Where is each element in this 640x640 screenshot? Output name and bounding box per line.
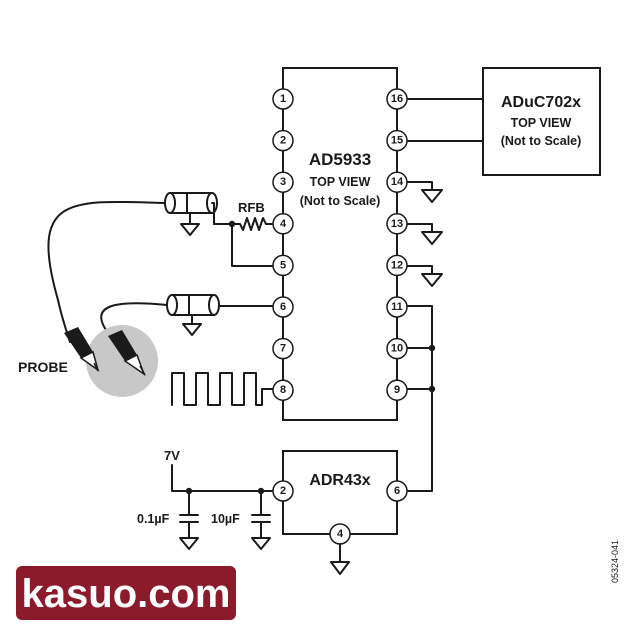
ad5933-pin-number: 7 <box>280 343 286 355</box>
probe-label: PROBE <box>18 359 68 375</box>
ad5933-pin-number: 3 <box>280 176 286 188</box>
clock-square-wave <box>171 372 273 406</box>
cap1-label: 0.1µF <box>137 512 170 526</box>
probe-cable-right <box>100 302 168 345</box>
probe-tip-left <box>64 327 100 372</box>
ad5933-pin-number: 12 <box>391 259 403 271</box>
adr43x-pin-out: 6 <box>386 480 408 502</box>
ad5933-pin-number: 5 <box>280 259 286 271</box>
ad5933-pin-number: 15 <box>391 135 403 147</box>
ad5933-pin-7: 7 <box>272 337 294 360</box>
ad5933-pin-number: 9 <box>394 384 400 396</box>
ad5933-pin-number: 13 <box>391 218 403 230</box>
ad5933-pin-15: 15 <box>386 129 408 152</box>
watermark: kasuo.com <box>16 566 236 620</box>
coax-connector-top <box>164 192 218 236</box>
junction-rfb <box>228 220 236 228</box>
watermark-text: kasuo.com <box>22 572 231 616</box>
wire-vref-bus <box>407 305 433 492</box>
rfb-label: RFB <box>238 200 265 215</box>
pin13-ground-connection <box>407 223 443 245</box>
wire-supply-adr <box>171 464 273 492</box>
ad5933-pin-6: 6 <box>272 296 294 318</box>
probe-cable-left <box>47 200 166 343</box>
svg-text:2: 2 <box>280 485 286 497</box>
pin12-ground-connection <box>407 265 443 287</box>
ad5933-pin-9: 9 <box>386 379 408 401</box>
ad5933-scale: (Not to Scale) <box>300 194 381 208</box>
ad5933-pin-number: 10 <box>391 343 403 355</box>
aduc702x-view: TOP VIEW <box>511 116 572 130</box>
capacitor-10uf <box>251 490 271 550</box>
ad5933-pin-number: 4 <box>280 218 287 230</box>
ad5933-right-pins: 16 15 14 13 12 11 10 9 <box>386 88 408 401</box>
ad5933-pin-5: 5 <box>272 254 294 277</box>
junction-pin9 <box>428 385 436 393</box>
ad5933-pin-number: 14 <box>391 176 404 188</box>
ad5933-pin-8: 8 <box>272 379 294 401</box>
aduc702x-scale: (Not to Scale) <box>501 134 582 148</box>
ad5933-left-pins: 1 2 3 4 5 6 7 8 <box>272 88 294 401</box>
figure-code: 05324-041 <box>610 540 620 583</box>
svg-text:6: 6 <box>394 485 400 497</box>
ad5933-pin-number: 1 <box>280 93 286 105</box>
coax-connector-bottom <box>166 294 273 336</box>
probe-tip-right <box>108 330 146 376</box>
supply-label: 7V <box>164 448 180 463</box>
ad5933-pin-13: 13 <box>386 213 408 235</box>
ad5933-view: TOP VIEW <box>310 175 371 189</box>
ad5933-pin-1: 1 <box>272 88 294 110</box>
adr43x-pin-in: 2 <box>272 480 294 502</box>
ad5933-pin-number: 16 <box>391 93 403 105</box>
ad5933-pin-number: 6 <box>280 301 286 313</box>
ad5933-pin-number: 8 <box>280 384 286 396</box>
probe-halo <box>86 325 158 397</box>
ad5933-pin-number: 2 <box>280 135 286 147</box>
ad5933-pin-16: 16 <box>386 88 408 110</box>
aduc702x-name: ADuC702x <box>501 94 581 111</box>
wire-pin4-rfb <box>213 217 273 231</box>
wire-rfb-pin5 <box>231 223 273 267</box>
ad5933-pin-11: 11 <box>386 296 408 318</box>
ad5933-pin-number: 11 <box>391 301 403 313</box>
ad5933-pin-4: 4 <box>272 213 294 235</box>
ad5933-chip-body <box>282 67 398 421</box>
pin14-ground-connection <box>407 181 443 203</box>
ad5933-pin-2: 2 <box>272 129 294 152</box>
ad5933-pin-3: 3 <box>272 171 294 193</box>
ad5933-pin-12: 12 <box>386 254 408 277</box>
ad5933-pin-14: 14 <box>386 171 408 193</box>
capacitor-0p1uf <box>179 490 199 550</box>
adr43x-name: ADR43x <box>309 472 370 489</box>
ad5933-name: AD5933 <box>309 150 371 169</box>
adr43x-pin-gnd: 4 <box>329 523 351 545</box>
ad5933-pin-10: 10 <box>386 337 408 360</box>
cap2-label: 10µF <box>211 512 240 526</box>
junction-pin10 <box>428 344 436 352</box>
adr43x-chip-body <box>282 450 398 535</box>
adr43x-ground <box>330 543 350 575</box>
aduc702x-chip-body <box>482 67 601 176</box>
svg-text:4: 4 <box>337 528 344 540</box>
